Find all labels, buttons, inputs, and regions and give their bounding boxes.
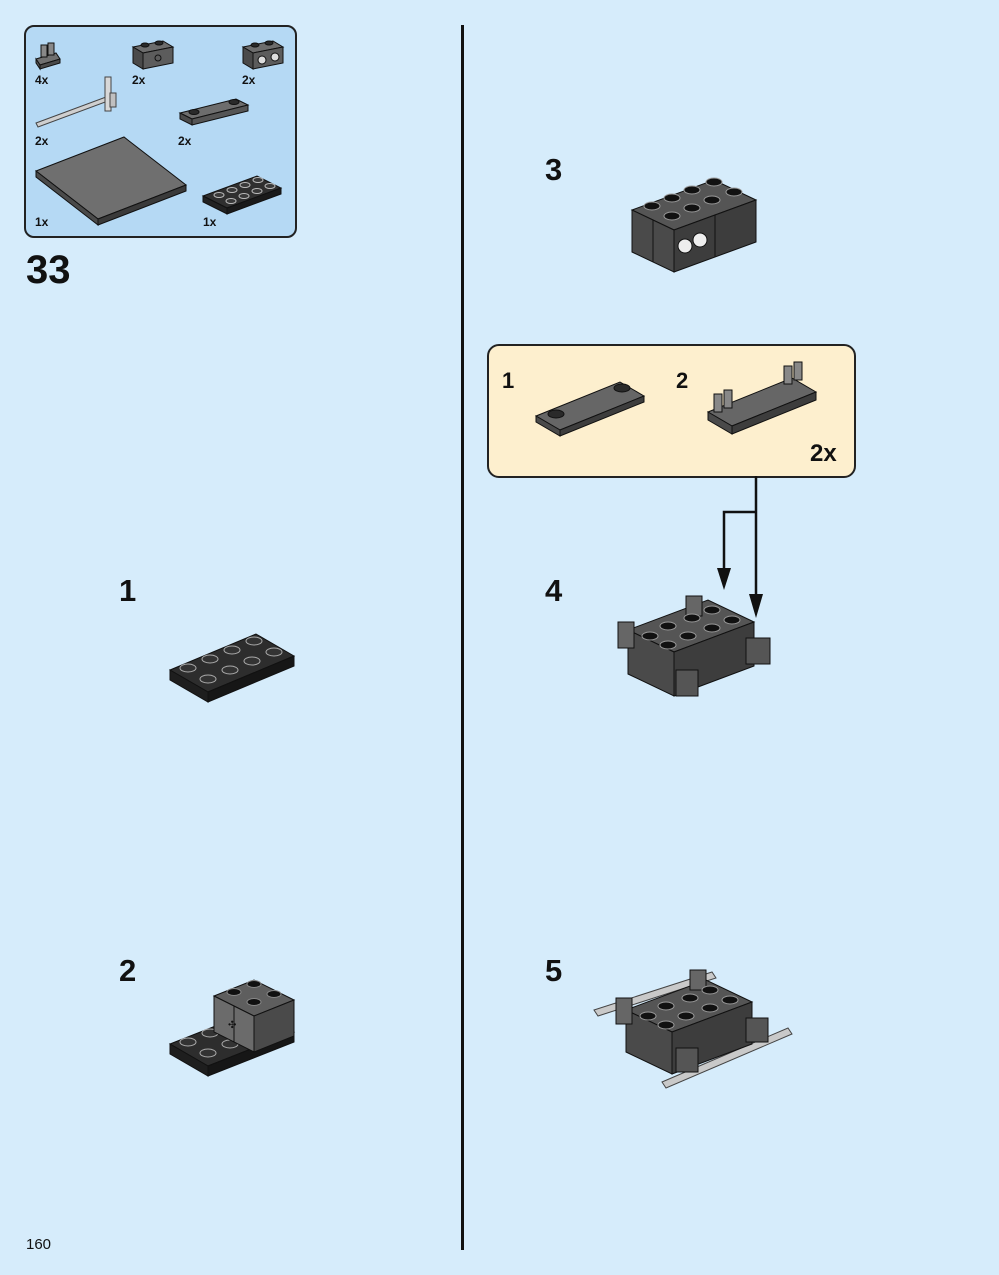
part-qty: 1x <box>203 215 217 229</box>
plate-2x4-icon <box>201 175 283 215</box>
substep2-plate-clips-image <box>706 361 818 435</box>
step-number: 2 <box>119 953 137 988</box>
bar-with-clip-icon <box>35 76 117 128</box>
clip-plate-icon <box>35 42 61 71</box>
step-number: 4 <box>545 573 563 608</box>
subassembly-callout: 1 2 2x <box>487 344 856 478</box>
part-qty: 2x <box>178 134 192 148</box>
step1-plate-2x4-image <box>168 633 296 703</box>
substep-number: 2 <box>676 368 689 393</box>
svg-text:✣: ✣ <box>228 1020 236 1031</box>
substep1-plate-image <box>534 381 646 437</box>
subassembly-multiplier: 2x <box>810 440 837 467</box>
step-number: 1 <box>119 573 137 608</box>
plate-8x8-icon <box>34 136 188 227</box>
callout-arrows <box>717 476 763 618</box>
part-qty: 4x <box>35 73 49 87</box>
step-number: 3 <box>545 152 563 187</box>
step2-bricks-on-plate-image: ✣ <box>168 979 296 1077</box>
part-qty: 2x <box>35 134 49 148</box>
step4-assembly-image <box>617 595 771 697</box>
part-qty: 2x <box>132 73 146 87</box>
plate-2-studs-icon <box>178 98 250 126</box>
step3-bricks-image <box>630 177 758 273</box>
substep-number: 1 <box>502 368 515 393</box>
brick-axle-hole-icon <box>131 40 175 70</box>
main-step-number: 33 <box>26 248 71 292</box>
part-qty: 1x <box>35 215 49 229</box>
column-divider <box>461 25 464 1250</box>
step-number: 5 <box>545 953 563 988</box>
page-number: 160 <box>26 1236 52 1253</box>
step5-assembly-image <box>593 969 793 1089</box>
part-qty: 2x <box>242 73 256 87</box>
brick-pin-holes-icon <box>241 40 285 70</box>
parts-list-box: 4x 2x 2x 2x 2x 1x <box>24 25 297 238</box>
